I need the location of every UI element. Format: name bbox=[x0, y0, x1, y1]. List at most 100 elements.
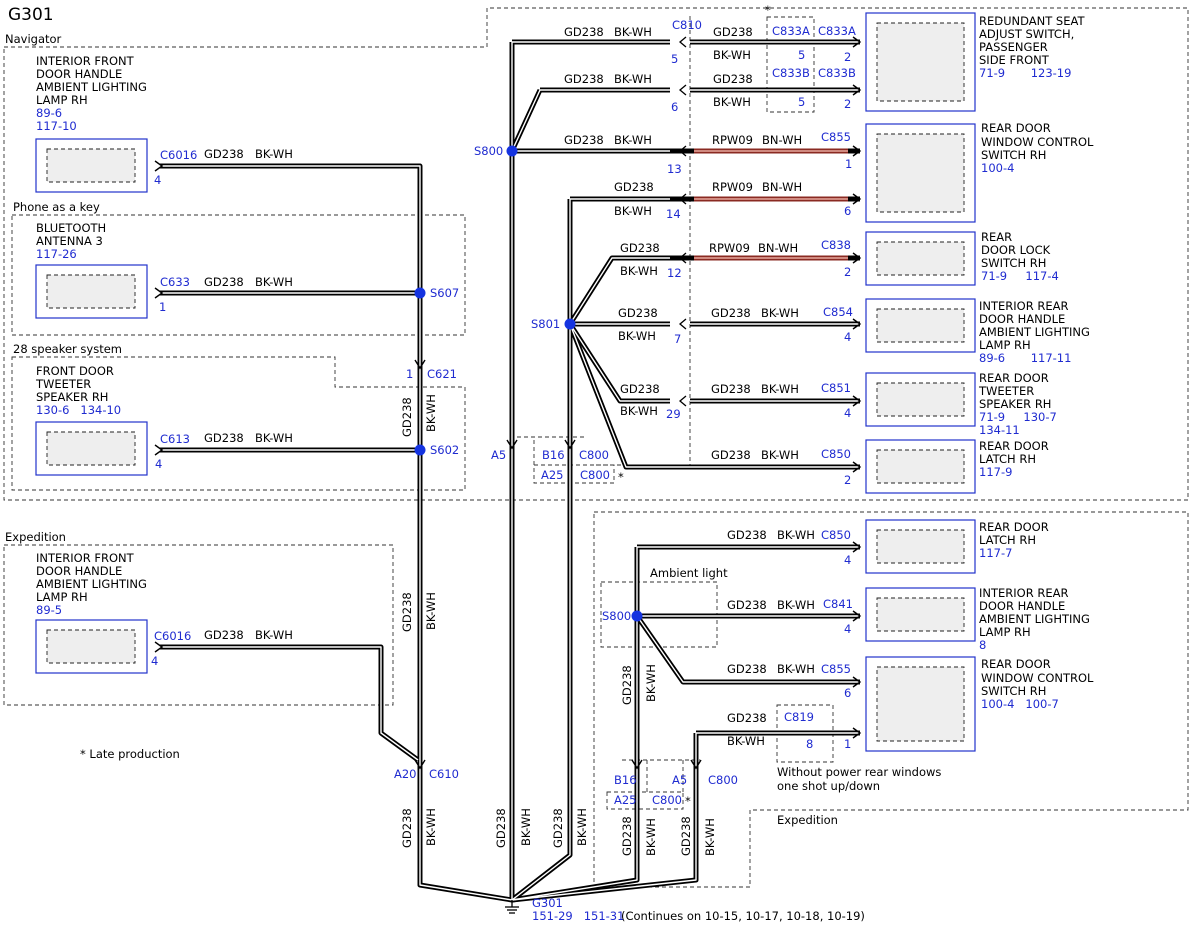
door-lock-refs: 71-9 117-4 bbox=[981, 269, 1059, 283]
svg-text:6: 6 bbox=[844, 204, 851, 218]
phone-key-label: Phone as a key bbox=[13, 200, 100, 214]
door-lock-text: REAR DOOR LOCK SWITCH RH bbox=[981, 230, 1054, 270]
window-switch-1-refs: 100-4 bbox=[981, 161, 1014, 175]
svg-text:4: 4 bbox=[844, 553, 851, 567]
conn-c800-b: C800 bbox=[708, 773, 738, 787]
conn-c621: C621 bbox=[427, 367, 457, 381]
c800-dash-link-2 bbox=[622, 759, 700, 792]
svg-text:GD238: GD238 bbox=[679, 816, 693, 856]
asterisk-c800-a: * bbox=[618, 470, 624, 484]
ambient-light-label: Ambient light bbox=[650, 566, 728, 580]
svg-text:4: 4 bbox=[844, 330, 851, 344]
ground-icon bbox=[505, 900, 519, 914]
svg-text:BK-WH: BK-WH bbox=[761, 448, 799, 462]
label-s800-a: S800 bbox=[474, 144, 503, 158]
svg-text:BK-WH: BK-WH bbox=[777, 598, 815, 612]
svg-text:29: 29 bbox=[666, 407, 681, 421]
svg-text:BN-WH: BN-WH bbox=[758, 241, 798, 255]
expedition-right-label: Expedition bbox=[777, 813, 838, 827]
svg-text:2: 2 bbox=[844, 50, 851, 64]
svg-text:RPW09: RPW09 bbox=[712, 133, 753, 147]
svg-text:GD238: GD238 bbox=[620, 816, 634, 856]
svg-text:RPW09: RPW09 bbox=[709, 241, 750, 255]
svg-text:BK-WH: BK-WH bbox=[614, 204, 652, 218]
rear-tweeter-text: REAR DOOR TWEETER SPEAKER RH bbox=[978, 371, 1052, 411]
power-windows-note: Without power rear windows one shot up/d… bbox=[777, 765, 945, 793]
svg-text:BK-WH: BK-WH bbox=[255, 275, 293, 289]
svg-text:BK-WH: BK-WH bbox=[620, 264, 658, 278]
svg-text:2: 2 bbox=[844, 473, 851, 487]
nav-int-front-text: INTERIOR FRONT DOOR HANDLE AMBIENT LIGHT… bbox=[36, 54, 151, 107]
svg-text:GD238: GD238 bbox=[727, 598, 767, 612]
conn-c800-a: C800 bbox=[579, 448, 609, 462]
svg-text:4: 4 bbox=[151, 654, 158, 668]
conn-b16-b: B16 bbox=[614, 773, 637, 787]
comp-door-lock bbox=[865, 231, 976, 286]
seat-switch-refs: 71-9 123-19 bbox=[979, 66, 1071, 80]
label-s800-b: S800 bbox=[602, 609, 631, 623]
svg-text:BK-WH: BK-WH bbox=[614, 133, 652, 147]
svg-text:BK-WH: BK-WH bbox=[713, 48, 751, 62]
late-production-note: * Late production bbox=[80, 747, 180, 761]
exp-int-front-refs: 89-5 bbox=[36, 603, 62, 617]
splice-s607 bbox=[414, 287, 426, 299]
window-switch-1-text: REAR DOOR WINDOW CONTROL SWITCH RH bbox=[981, 121, 1097, 162]
connector-arrows bbox=[154, 36, 862, 770]
svg-text:GD238: GD238 bbox=[564, 133, 604, 147]
wire-bundle bbox=[160, 39, 860, 903]
connector-labels: C6016 C633 C613 C6016 C621 C610 A20 C810… bbox=[154, 18, 856, 807]
svg-text:5: 5 bbox=[798, 95, 805, 109]
svg-text:BK-WH: BK-WH bbox=[620, 404, 658, 418]
svg-text:BK-WH: BK-WH bbox=[255, 431, 293, 445]
svg-text:2: 2 bbox=[844, 265, 851, 279]
svg-text:5: 5 bbox=[798, 48, 805, 62]
expedition-left-box bbox=[3, 544, 394, 706]
phone-key-box bbox=[11, 214, 466, 336]
svg-text:GD238: GD238 bbox=[713, 72, 753, 86]
svg-text:BN-WH: BN-WH bbox=[762, 133, 802, 147]
svg-text:BK-WH: BK-WH bbox=[644, 818, 658, 856]
pin-numbers: 4 1 4 4 1 5 5 2 6 5 2 13 1 14 6 12 2 7 4… bbox=[151, 48, 852, 751]
latch-2-refs: 117-7 bbox=[979, 546, 1012, 560]
nav-int-front-refs: 89-6 117-10 bbox=[36, 106, 77, 133]
conn-c833b-2: C833B bbox=[818, 66, 856, 80]
conn-a25-b: A25 bbox=[614, 793, 637, 807]
speaker-system-label: 28 speaker system bbox=[13, 342, 122, 356]
window-switch-2-refs: 100-4 100-7 bbox=[981, 697, 1059, 711]
conn-c855-b: C855 bbox=[821, 662, 851, 676]
svg-text:GD238: GD238 bbox=[618, 306, 658, 320]
splice-s602 bbox=[414, 444, 426, 456]
conn-c850-b: C850 bbox=[821, 528, 851, 542]
latch-1-refs: 117-9 bbox=[979, 465, 1012, 479]
svg-text:4: 4 bbox=[844, 406, 851, 420]
svg-text:BK-WH: BK-WH bbox=[713, 95, 751, 109]
comp-int-rear-1 bbox=[865, 298, 976, 353]
svg-text:1: 1 bbox=[159, 300, 166, 314]
svg-text:5: 5 bbox=[671, 52, 678, 66]
conn-c819: C819 bbox=[784, 710, 814, 724]
c800-late-box-2 bbox=[606, 791, 684, 810]
exp-int-front-text: INTERIOR FRONT DOOR HANDLE AMBIENT LIGHT… bbox=[36, 551, 151, 604]
ground-refs: 151-29 151-31 bbox=[532, 909, 624, 923]
comp-int-rear-2 bbox=[865, 587, 976, 642]
svg-text:BK-WH: BK-WH bbox=[703, 818, 717, 856]
svg-text:GD238: GD238 bbox=[204, 275, 244, 289]
svg-text:GD238: GD238 bbox=[711, 382, 751, 396]
splice-s800-a bbox=[506, 145, 518, 157]
front-tweeter-refs: 130-6 134-10 bbox=[36, 403, 121, 417]
bt-antenna-text: BLUETOOTH ANTENNA 3 bbox=[36, 221, 110, 248]
svg-text:BK-WH: BK-WH bbox=[644, 664, 658, 702]
conn-c841: C841 bbox=[823, 597, 853, 611]
svg-text:GD238: GD238 bbox=[551, 808, 565, 848]
svg-text:1: 1 bbox=[406, 367, 413, 381]
svg-text:GD238: GD238 bbox=[727, 711, 767, 725]
svg-text:GD238: GD238 bbox=[727, 662, 767, 676]
seat-switch-text: REDUNDANT SEAT ADJUST SWITCH, PASSENGER … bbox=[979, 14, 1088, 67]
svg-text:GD238: GD238 bbox=[204, 628, 244, 642]
asterisk-c800-b: * bbox=[685, 794, 691, 808]
conn-c838: C838 bbox=[821, 238, 851, 252]
svg-text:8: 8 bbox=[806, 737, 813, 751]
int-rear-1-text: INTERIOR REAR DOOR HANDLE AMBIENT LIGHTI… bbox=[979, 299, 1094, 352]
svg-text:GD238: GD238 bbox=[400, 808, 414, 848]
